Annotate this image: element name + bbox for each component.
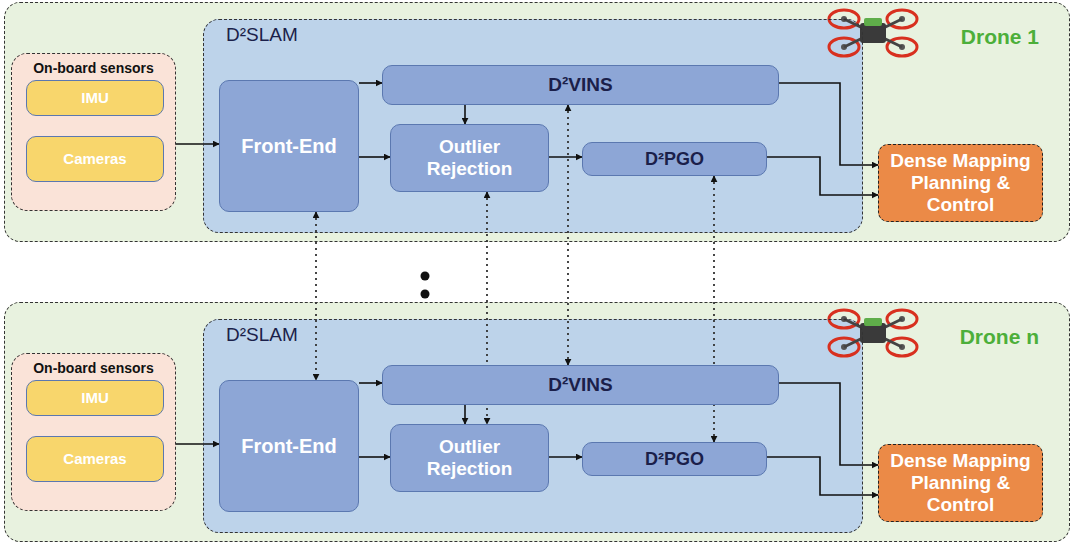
- box-label: Cameras: [63, 150, 126, 167]
- module-box: Outlier Rejection: [390, 124, 549, 192]
- data-flow-arrow: [767, 457, 878, 495]
- inter-drone-link: [315, 212, 317, 380]
- module-box: D²VINS: [382, 65, 779, 105]
- data-flow-arrow: [549, 156, 582, 158]
- box-label: Dense Mapping Planning & Control: [885, 450, 1036, 516]
- data-flow-arrow: [359, 82, 382, 84]
- output-box: Dense Mapping Planning & Control: [878, 144, 1043, 222]
- module-box: Outlier Rejection: [390, 424, 549, 492]
- sensor-group: On-board sensorsIMU Cameras: [11, 353, 176, 511]
- panel-fill: [11, 53, 176, 211]
- panel-fill: [4, 302, 1070, 542]
- module-box: D²VINS: [382, 365, 779, 405]
- drone-icon: [829, 310, 917, 356]
- output-box: Dense Mapping Planning & Control: [878, 444, 1043, 522]
- box-label: D²PGO: [645, 449, 704, 470]
- module-box: D²PGO: [582, 142, 767, 176]
- panel-fill: [4, 2, 1070, 242]
- box-label: IMU: [81, 389, 109, 406]
- data-flow-arrow: [176, 443, 219, 445]
- data-flow-arrow: [176, 143, 219, 145]
- drone-icon: [829, 10, 917, 56]
- data-flow-arrow: [549, 456, 582, 458]
- panel-fill: [11, 353, 176, 511]
- data-flow-arrow: [464, 405, 466, 424]
- module-box: Front-End: [219, 80, 359, 212]
- panel-fill: [203, 19, 863, 233]
- box-label: Front-End: [241, 135, 337, 158]
- group-title: On-board sensors: [12, 60, 175, 76]
- ellipsis-dot: [421, 272, 430, 281]
- slam-panel: D²SLAM Front-End D²VINS Outlier Rejection D²…: [203, 19, 863, 233]
- data-flow-arrow: [359, 456, 390, 458]
- box-label: Cameras: [63, 450, 126, 467]
- inter-drone-link: [567, 105, 569, 365]
- drone-panel: Drone 1 On-board sensorsIMU Cameras D²SLAM F…: [4, 2, 1070, 242]
- module-box: Front-End: [219, 380, 359, 512]
- drone-label: Drone 1: [961, 25, 1039, 49]
- panel-fill: [203, 319, 863, 533]
- system-title: D²SLAM: [226, 324, 298, 346]
- box-label: IMU: [81, 89, 109, 106]
- group-title: On-board sensors: [12, 360, 175, 376]
- sensor-box: Cameras: [26, 436, 164, 482]
- panel-fills: [4, 2, 1070, 542]
- box-label: D²VINS: [548, 374, 612, 396]
- box-label: D²VINS: [548, 74, 612, 96]
- drone-label: Drone n: [960, 325, 1039, 349]
- ellipsis-dots: [421, 272, 430, 299]
- system-title: D²SLAM: [226, 24, 298, 46]
- data-flow-arrow: [767, 157, 878, 195]
- sensor-box: IMU: [26, 380, 164, 416]
- box-label: D²PGO: [645, 149, 704, 170]
- data-flow-arrow: [779, 383, 878, 465]
- sensor-group: On-board sensorsIMU Cameras: [11, 53, 176, 211]
- module-box: D²PGO: [582, 442, 767, 476]
- data-flow-arrow: [359, 382, 382, 384]
- data-flow-arrow: [779, 83, 878, 165]
- box-label: Outlier Rejection: [397, 436, 542, 480]
- box-label: Front-End: [241, 435, 337, 458]
- data-flow-arrow: [359, 156, 390, 158]
- sensor-box: IMU: [26, 80, 164, 116]
- drone-panel: Drone n On-board sensorsIMU Cameras D²SLAM F…: [4, 302, 1070, 542]
- slam-panel: D²SLAM Front-End D²VINS Outlier Rejection D²…: [203, 319, 863, 533]
- ellipsis-dot: [421, 290, 430, 299]
- box-label: Dense Mapping Planning & Control: [885, 150, 1036, 216]
- sensor-box: Cameras: [26, 136, 164, 182]
- box-label: Outlier Rejection: [397, 136, 542, 180]
- data-flow-arrow: [464, 105, 466, 124]
